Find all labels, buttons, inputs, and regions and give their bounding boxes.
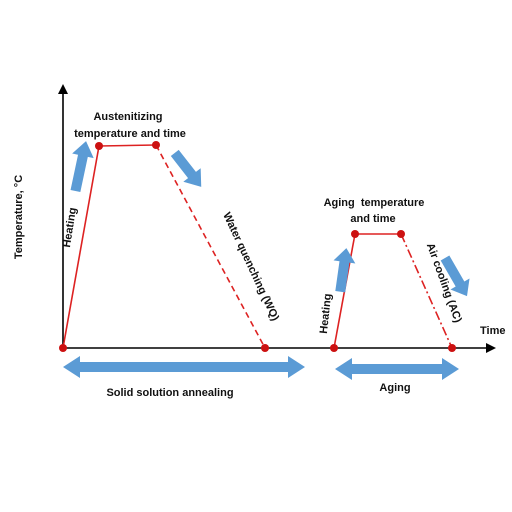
annealing-quench-arrow [170, 149, 202, 187]
annealing-heating-arrow [70, 141, 94, 193]
aging-hold-end-point [397, 230, 405, 238]
aging-heating-label: Heating [318, 293, 334, 334]
annealing-quench-line [155, 144, 266, 349]
austenitizing-label-line1: Austenitizing [93, 111, 162, 123]
annealing-hold-end-point [152, 141, 160, 149]
y-axis-label: Temperature, °C [13, 175, 25, 259]
water-quenching-label: Water quenching (WQ) [220, 211, 281, 323]
annealing-end-point [261, 344, 269, 352]
aging-aircool-arrow [440, 255, 470, 297]
aging-aircool-line [400, 233, 453, 349]
aging-hold-label-line1: Aging temperature [324, 197, 425, 209]
aging-span-arrow [335, 358, 459, 380]
austenitizing-label-line2: temperature and time [74, 128, 186, 140]
annealing-hold-line [98, 144, 157, 147]
aging-end-point [448, 344, 456, 352]
aging-hold-label-line2: and time [350, 213, 395, 225]
aging-span-label: Aging [379, 382, 410, 394]
aging-hold-start-point [351, 230, 359, 238]
annealing-hold-start-point [95, 142, 103, 150]
aging-heating-arrow [333, 248, 356, 293]
annealing-start-point [59, 344, 67, 352]
annealing-heating-line [62, 145, 100, 349]
solid-solution-annealing-label: Solid solution annealing [106, 387, 233, 399]
x-axis-label: Time [480, 325, 505, 337]
aging-start-point [330, 344, 338, 352]
annealing-span-arrow [63, 356, 305, 378]
